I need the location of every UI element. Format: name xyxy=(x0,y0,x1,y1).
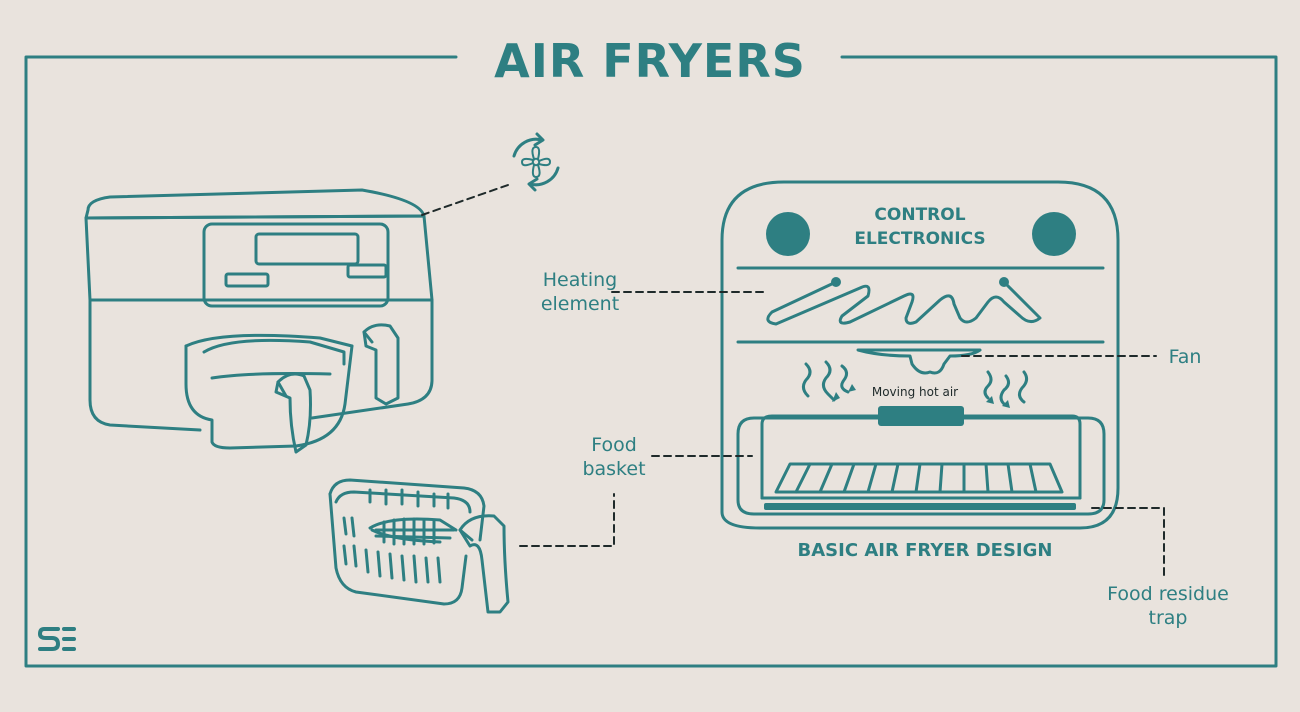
control-electronics-label: CONTROL ELECTRONICS xyxy=(854,205,986,249)
heating-element-label: Heating element xyxy=(540,269,620,315)
filled-shapes xyxy=(764,212,1076,510)
fan-blade xyxy=(856,348,982,375)
fan-icon xyxy=(512,132,560,192)
logo-icon xyxy=(37,627,76,651)
frame-border xyxy=(24,55,1278,668)
heating-coil xyxy=(766,280,1042,326)
fan-label: Fan xyxy=(1168,346,1202,368)
food-residue-trap-label: Food residue trap xyxy=(1107,583,1229,629)
design-cross-section xyxy=(720,180,1120,530)
connector-lines xyxy=(421,184,1165,577)
food-basket-label: Food basket xyxy=(582,434,646,480)
arrowheads xyxy=(832,384,1010,408)
air-fryer-appliance xyxy=(84,188,434,454)
page-title: AIR FRYERS xyxy=(494,34,806,88)
design-caption: BASIC AIR FRYER DESIGN xyxy=(797,540,1053,561)
moving-hot-air-label: Moving hot air xyxy=(871,385,959,399)
food-basket-illustration xyxy=(328,478,510,614)
